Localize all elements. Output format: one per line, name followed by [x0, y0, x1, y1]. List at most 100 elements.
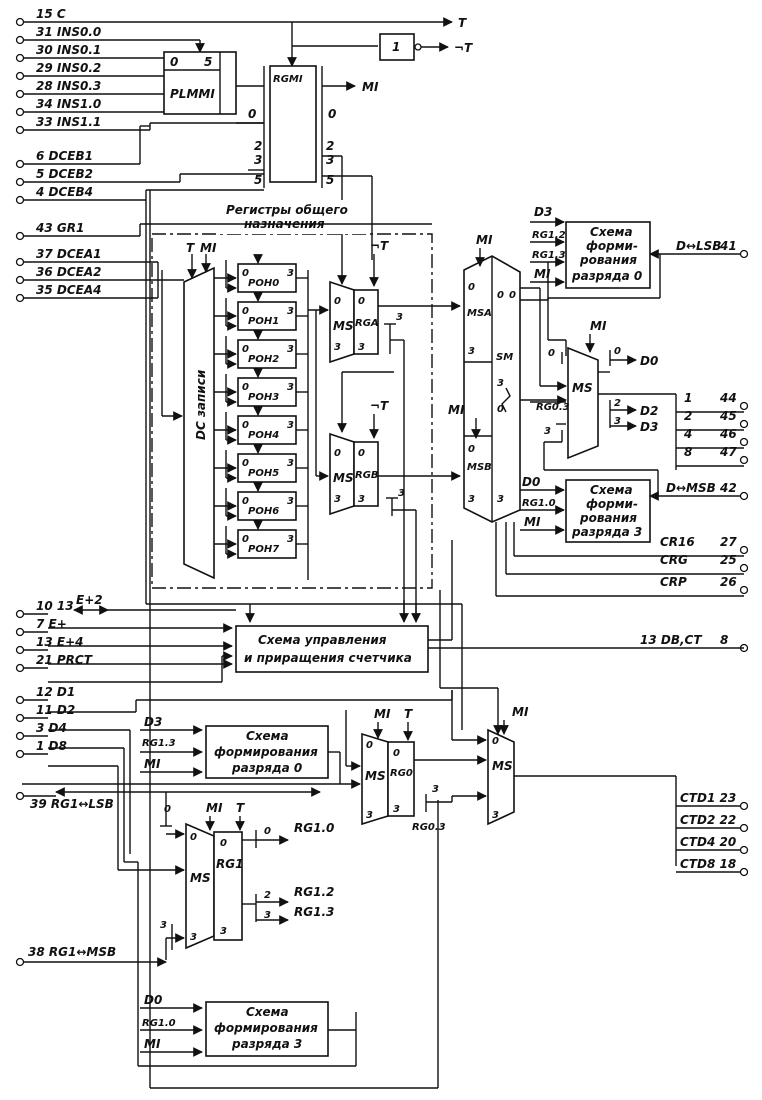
right-pin-num: 45: [719, 409, 737, 423]
svg-text:0: 0: [468, 444, 475, 455]
left-pin-label: 35 DCEA4: [36, 283, 101, 297]
rg0-out: RG0.3: [412, 822, 446, 833]
scheme-bot3-in1: D0: [144, 993, 162, 1007]
left-pin-31: [15, 35, 25, 45]
rgmi-p0-r: 0: [328, 107, 336, 121]
register-poh1: [237, 301, 297, 331]
left-pin-1: [15, 749, 25, 759]
rgmi-p5-r: 5: [326, 173, 334, 187]
left-pin-29: [15, 71, 25, 81]
ms-out-d0: D0: [640, 354, 658, 368]
rgmi-p2-r: 2: [326, 139, 334, 153]
right-pin-name: 13 DB,CT: [640, 633, 702, 647]
right-pin-27: [739, 545, 749, 555]
rgmi-p5-l: 5: [254, 173, 262, 187]
left-pin-13: [15, 645, 25, 655]
svg-text:3: 3: [220, 926, 227, 937]
left-pin-label: 7 E+: [36, 617, 67, 631]
svg-text:3: 3: [398, 488, 405, 499]
ms-out-b3: 3: [614, 416, 621, 427]
left-pin-label: 1 D8: [36, 739, 67, 753]
rgb-not-t: ¬T: [370, 399, 389, 413]
left-pin-label: 15 C: [36, 7, 66, 21]
svg-text:3: 3: [358, 494, 365, 505]
right-pin-name: CRG: [660, 553, 688, 567]
gpr-title-1: Регистры общего: [226, 203, 348, 217]
svg-text:0: 0: [393, 748, 400, 759]
register-poh4: [237, 415, 297, 445]
right-pin-41: [739, 249, 749, 259]
reg-bit-lo: 0: [242, 306, 249, 317]
right-pin-44: [739, 401, 749, 411]
left-pin-7: [15, 627, 25, 637]
rg1-label: RG1: [216, 857, 243, 871]
right-pin-num: 26: [720, 575, 737, 589]
rg1-b3: 3: [264, 910, 271, 921]
not-t-label-top: ¬T: [454, 41, 473, 55]
plmmi-n0: 0: [170, 55, 178, 69]
ms-ct-mi: MI: [512, 705, 529, 719]
ctrl-l1: Схема управления: [258, 633, 387, 647]
plmmi-label: PLMMI: [170, 87, 215, 101]
right-pin-name: 8: [684, 445, 692, 459]
scheme-bot3-in3: MI: [144, 1037, 161, 1051]
right-pin-42: [739, 491, 749, 501]
left-pin-28: [15, 89, 25, 99]
rg1-b0: 0: [264, 826, 271, 837]
scheme-bot0-l1: Схема: [246, 729, 289, 743]
left-pin-label: 30 INS0.1: [36, 43, 101, 57]
scheme-bot3-in2: RG1.0: [142, 1018, 176, 1029]
rga-label: RGA: [355, 318, 379, 329]
register-label: POH7: [248, 544, 279, 555]
rg0-mi: MI: [374, 707, 391, 721]
scheme-bot3-l2: формирования: [214, 1021, 318, 1035]
reg-bit-lo: 0: [242, 344, 249, 355]
scheme-top-box: [565, 221, 651, 289]
rg1-ms: MS: [190, 871, 211, 885]
inverter-label: 1: [392, 40, 400, 54]
sm-label: SM: [496, 352, 513, 363]
svg-text:0: 0: [366, 740, 373, 751]
rgmi-p3-l: 3: [254, 153, 262, 167]
left-pin-label: 28 INS0.3: [36, 79, 101, 93]
rg1-b2: 2: [264, 890, 271, 901]
rg1-lsb-label: 39 RG1↔LSB: [30, 797, 114, 811]
reg-bit-hi: 3: [287, 420, 294, 431]
right-pin-num: 27: [720, 535, 737, 549]
rg0-b3: 3: [432, 784, 439, 795]
reg-bit-hi: 3: [287, 344, 294, 355]
svg-text:3: 3: [334, 342, 341, 353]
right-pin-name: 4: [683, 427, 692, 441]
scheme-mid-box: [565, 479, 651, 543]
left-pin-label: 11 D2: [36, 703, 75, 717]
left-pin-21: [15, 663, 25, 673]
rg1-msb-label: 38 RG1↔MSB: [28, 945, 116, 959]
svg-text:0: 0: [509, 290, 516, 301]
scheme-bot0-in1: D3: [144, 715, 162, 729]
right-pin-45: [739, 419, 749, 429]
right-pin-name: CRP: [660, 575, 687, 589]
register-label: POH5: [248, 468, 279, 479]
dc-t: T: [186, 241, 195, 255]
right-pin-num: 8: [720, 633, 728, 647]
ct-pin-20: [739, 845, 749, 855]
msb-label: MSB: [467, 462, 492, 473]
rgmi-p3-r: 3: [326, 153, 334, 167]
rgmi-p0-l: 0: [248, 107, 256, 121]
left-pin-label: 6 DCEB1: [36, 149, 93, 163]
left-pin-label: 31 INS0.0: [36, 25, 101, 39]
scheme-mid-l4: разряда 3: [571, 525, 642, 539]
svg-text:0: 0: [492, 736, 499, 747]
scheme-mid-in2: RG1.0: [522, 498, 556, 509]
pin-label-e2: E+2: [76, 593, 103, 607]
scheme-bot0-l2: формирования: [214, 745, 318, 759]
svg-text:3: 3: [468, 494, 475, 505]
rgb-label: RGB: [355, 470, 379, 481]
left-pin-label: 10 13: [36, 599, 74, 613]
reg-bit-hi: 3: [287, 382, 294, 393]
svg-text:3: 3: [497, 378, 504, 389]
right-pin-25: [739, 563, 749, 573]
ctrl-box: [235, 625, 429, 673]
